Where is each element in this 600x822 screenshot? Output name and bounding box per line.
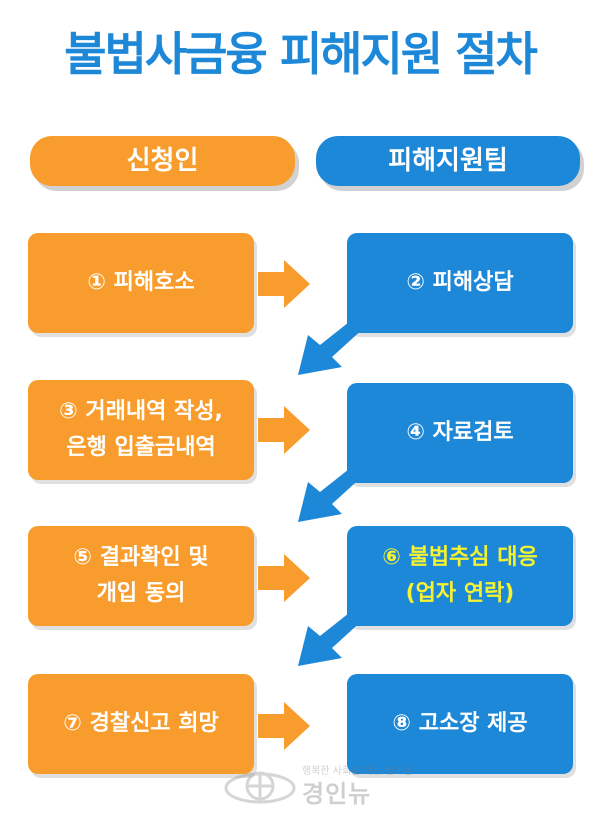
step-4-box: ④ 자료검토: [347, 383, 573, 483]
page-title: 불법사금융 피해지원 절차: [64, 27, 538, 81]
arrow-right-1-icon: [258, 260, 310, 308]
step-3-label-line2: 은행 입출금내역: [66, 435, 216, 460]
step-3-box: ③ 거래내역 작성, 은행 입출금내역: [28, 380, 254, 480]
header-support-team: 피해지원팀: [316, 136, 580, 186]
step-2-label: ② 피해상담: [406, 270, 514, 295]
step-7-box: ⑦ 경찰신고 희망: [28, 674, 254, 774]
step-2-box: ② 피해상담: [347, 233, 573, 333]
watermark-name: 경인뉴: [302, 780, 372, 808]
arrow-right-2-icon: [258, 406, 310, 454]
watermark-logo-icon: [224, 771, 296, 804]
step-6-box: ⑥ 불법추심 대응 (업자 연락): [347, 526, 573, 626]
header-applicant: 신청인: [30, 136, 295, 186]
arrow-right-3-icon: [258, 554, 310, 602]
step-4-label: ④ 자료검토: [406, 420, 514, 445]
watermark-tagline: 행복한 사회를 여는 즐거움: [302, 766, 413, 777]
step-6-label-line2: (업자 연락): [405, 581, 515, 606]
step-1-label: ① 피해호소: [87, 270, 195, 295]
step-1-box: ① 피해호소: [28, 233, 254, 333]
arrow-right-4-icon: [258, 702, 310, 750]
step-8-box: ⑧ 고소장 제공: [347, 674, 573, 774]
arrow-diagonal-3-icon: [298, 598, 376, 666]
step-6-label-line1: ⑥ 불법추심 대응: [382, 545, 538, 570]
step-7-label: ⑦ 경찰신고 희망: [63, 711, 219, 736]
step-3-label-line1: ③ 거래내역 작성,: [59, 399, 223, 424]
step-5-label-line1: ⑤ 결과확인 및: [73, 545, 209, 570]
step-5-label-line2: 개입 동의: [96, 581, 186, 606]
arrow-diagonal-1-icon: [298, 307, 376, 375]
step-5-box: ⑤ 결과확인 및 개입 동의: [28, 526, 254, 626]
watermark: 행복한 사회를 여는 즐거움 경인뉴: [212, 762, 413, 812]
step-8-label: ⑧ 고소장 제공: [392, 711, 528, 736]
arrow-diagonal-2-icon: [298, 454, 376, 522]
